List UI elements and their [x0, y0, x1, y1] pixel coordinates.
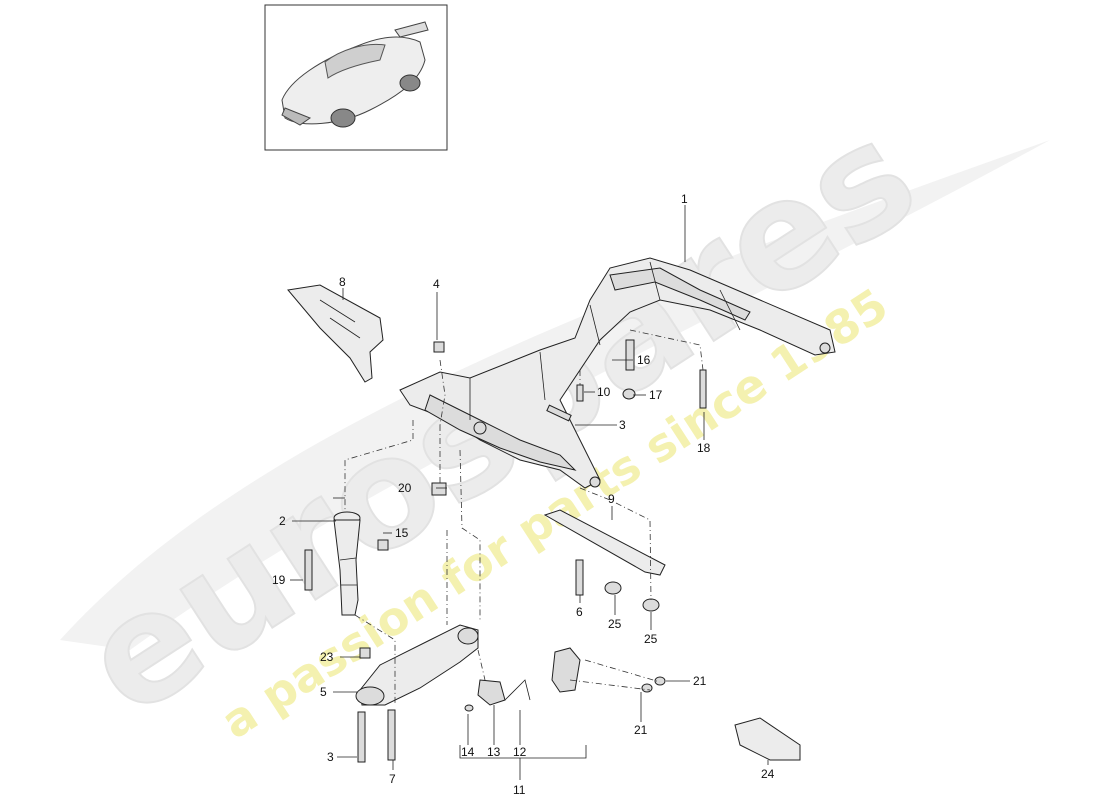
callout-25b: 25	[644, 632, 658, 646]
block-20	[431, 482, 447, 496]
part-2-mount	[333, 511, 361, 616]
callout-2: 2	[279, 514, 286, 528]
callout-labels: 1 2 3 3 4 5 6 7 8 9 10 11 12 13 14 15 16…	[272, 192, 775, 797]
callout-18: 18	[697, 441, 711, 455]
bolt-10	[576, 384, 584, 402]
callout-24: 24	[761, 767, 775, 781]
callout-14: 14	[461, 745, 475, 759]
small-fasteners	[304, 339, 801, 763]
stud-16	[625, 339, 635, 371]
sensor-bracket	[551, 647, 581, 693]
sleeve-24	[734, 717, 801, 761]
part-9-strip	[543, 509, 666, 576]
bolt-3	[546, 404, 572, 422]
callout-16: 16	[637, 353, 651, 367]
part-5-control-arm	[355, 624, 479, 706]
assembly-lines	[344, 329, 704, 705]
nut-4	[433, 341, 445, 353]
callout-3a: 3	[619, 418, 626, 432]
bolt-6	[575, 559, 584, 596]
callout-10: 10	[597, 385, 611, 399]
washer-25a	[604, 581, 622, 595]
nut-23	[359, 647, 371, 659]
bracket-13	[477, 679, 506, 706]
vehicle-thumbnail	[264, 4, 448, 151]
bolt-7	[387, 709, 396, 761]
callout-17: 17	[649, 388, 663, 402]
callout-3b: 3	[327, 750, 334, 764]
callout-20: 20	[398, 481, 412, 495]
part-8-bracket	[287, 284, 384, 383]
callout-4: 4	[433, 277, 440, 291]
callout-15: 15	[395, 526, 409, 540]
callout-25a: 25	[608, 617, 622, 631]
callout-13: 13	[487, 745, 501, 759]
callout-9: 9	[608, 492, 615, 506]
callout-23: 23	[320, 650, 334, 664]
callout-5: 5	[320, 685, 327, 699]
callout-11: 11	[513, 783, 526, 797]
car-icon	[281, 21, 429, 128]
nut-17	[622, 388, 636, 400]
callout-21a: 21	[693, 674, 707, 688]
bolt-19	[304, 549, 313, 591]
bolt-18	[699, 369, 707, 409]
callout-19: 19	[272, 573, 286, 587]
callout-12: 12	[513, 745, 527, 759]
nut-21a	[654, 676, 666, 686]
nut-14	[464, 704, 474, 712]
bolt-3b	[357, 711, 366, 763]
washer-25b	[642, 598, 660, 612]
callout-1: 1	[681, 192, 688, 206]
callout-8: 8	[339, 275, 346, 289]
callout-6: 6	[576, 605, 583, 619]
nut-21b	[641, 683, 653, 693]
part-1-subframe	[399, 257, 836, 489]
link-12	[504, 679, 531, 701]
callout-leaders	[290, 205, 769, 780]
callout-7: 7	[389, 772, 396, 786]
nut-15	[377, 539, 389, 551]
callout-21b: 21	[634, 723, 648, 737]
